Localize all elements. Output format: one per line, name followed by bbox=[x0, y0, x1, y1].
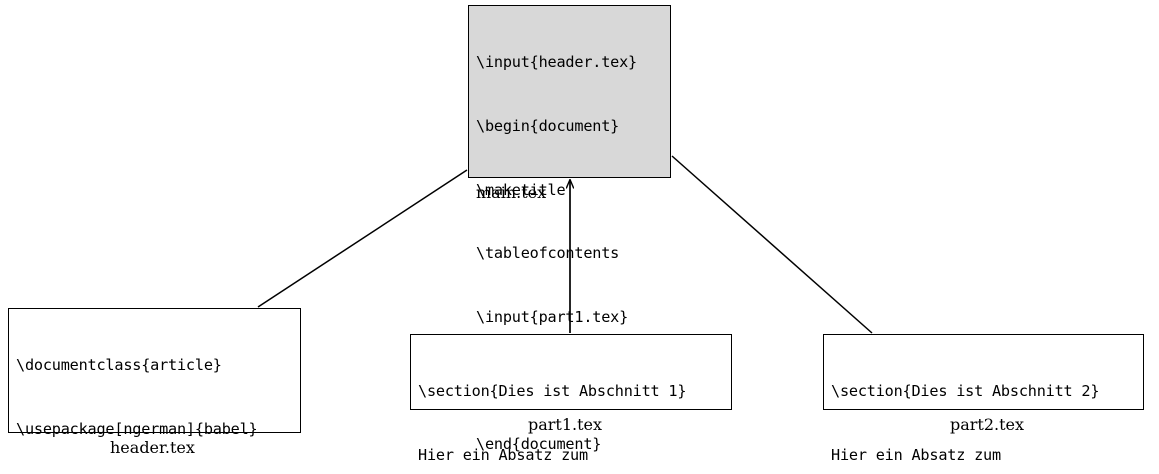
code-line: \usepackage[ngerman]{babel} bbox=[16, 420, 258, 439]
code-line: \maketitle bbox=[476, 180, 566, 199]
node-label-part1-tex: part1.tex bbox=[528, 415, 603, 434]
code-line: \input{part1.tex} bbox=[476, 307, 629, 326]
code-line: Hier ein Absatz zum bbox=[418, 446, 588, 465]
code-line: \documentclass{article} bbox=[16, 356, 222, 375]
node-header-tex[interactable]: \documentclass{article} \usepackage[nger… bbox=[8, 308, 301, 438]
node-part1-tex[interactable]: \section{Dies ist Abschnitt 1} Hier ein … bbox=[410, 334, 732, 464]
code-line: \section{Dies ist Abschnitt 2} bbox=[831, 382, 1100, 401]
node-label-part2-tex: part2.tex bbox=[950, 415, 1025, 434]
node-label-header-tex: header.tex bbox=[110, 438, 195, 457]
node-label-main-tex: main.tex bbox=[476, 183, 547, 202]
edge-main-to-part2 bbox=[671, 155, 873, 334]
edge-header-to-main bbox=[257, 169, 468, 308]
code-line: \tableofcontents bbox=[476, 244, 620, 263]
code-line: Hier ein Absatz zum bbox=[831, 446, 1001, 465]
node-part2-tex[interactable]: \section{Dies ist Abschnitt 2} Hier ein … bbox=[823, 334, 1144, 464]
code-line: \input{header.tex} bbox=[476, 53, 637, 72]
code-line: \end{document} bbox=[476, 435, 602, 454]
code-line: \section{Dies ist Abschnitt 1} bbox=[418, 382, 687, 401]
code-line: \begin{document} bbox=[476, 117, 620, 136]
node-main-tex[interactable]: \input{header.tex} \begin{document} \mak… bbox=[468, 5, 671, 453]
